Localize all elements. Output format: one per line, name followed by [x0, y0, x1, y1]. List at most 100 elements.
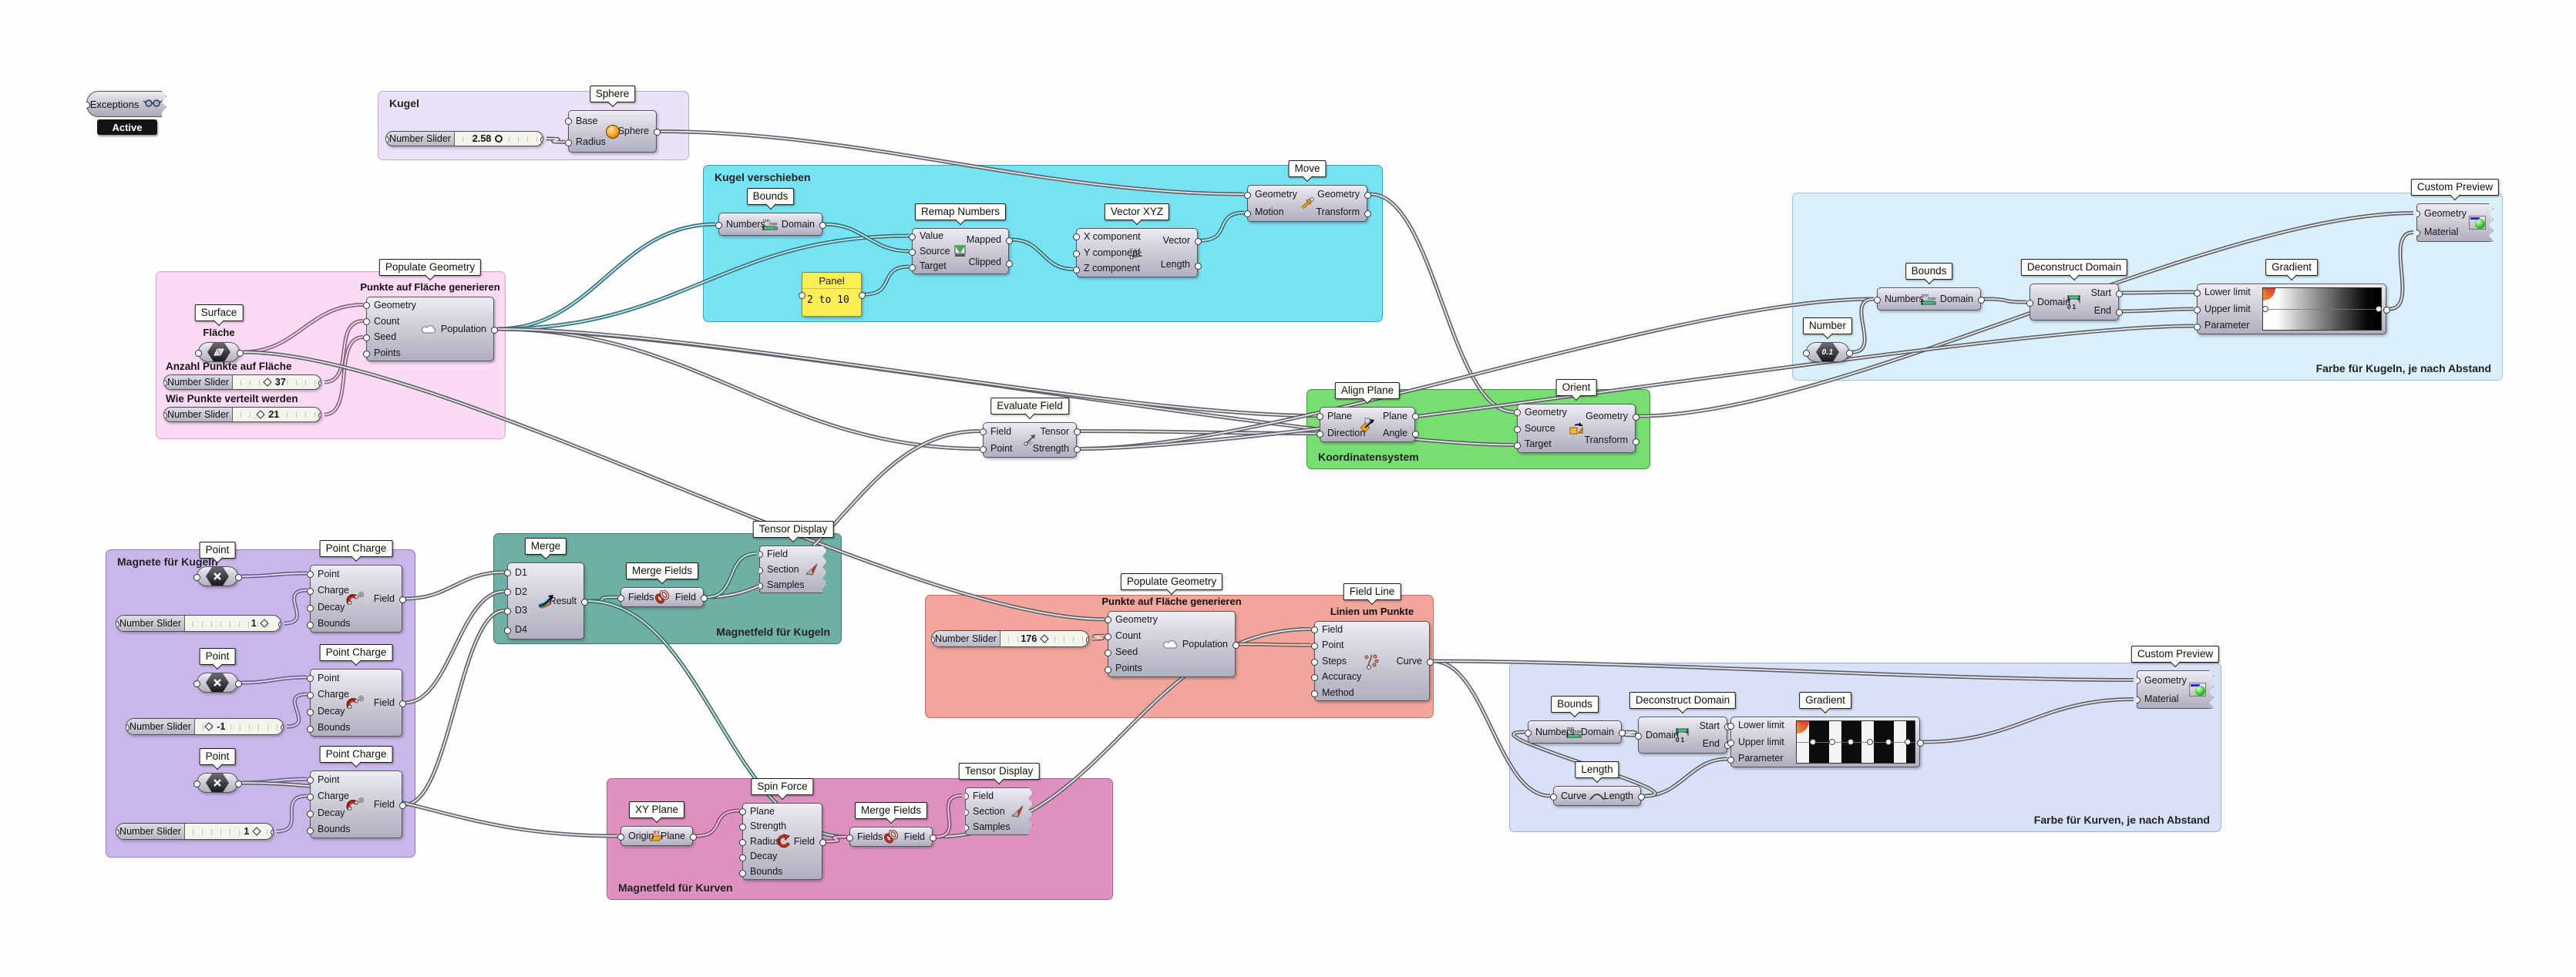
input-port-sl3[interactable] — [116, 828, 119, 836]
output-port-field[interactable] — [929, 834, 937, 841]
input-port-charge[interactable] — [306, 691, 314, 699]
output-port-vector[interactable] — [1194, 237, 1202, 245]
gradient-grip[interactable] — [1866, 739, 1873, 745]
input-port-material[interactable] — [2137, 697, 2141, 703]
input-port-field[interactable] — [979, 428, 987, 435]
input-port-numbers[interactable] — [1873, 296, 1881, 304]
output-port-mapped[interactable] — [1005, 237, 1013, 244]
input-port-point[interactable] — [193, 680, 200, 687]
input-port-radius[interactable] — [738, 838, 746, 846]
output-port-transform[interactable] — [1632, 438, 1639, 445]
input-port-parameter[interactable] — [2193, 323, 2201, 331]
input-port-radius[interactable] — [564, 139, 572, 146]
output-port-strength[interactable] — [1073, 446, 1081, 453]
output-port-field[interactable] — [399, 801, 406, 809]
input-port-lower-limit[interactable] — [2193, 289, 2201, 297]
input-port-geometry[interactable] — [1243, 191, 1251, 199]
input-port-sl2[interactable] — [126, 724, 129, 731]
input-port-s-seed[interactable] — [164, 411, 167, 419]
output-port-angle[interactable] — [1411, 431, 1419, 438]
output-port-s-radius[interactable] — [540, 136, 543, 143]
slider-track[interactable] — [194, 719, 278, 734]
input-port-point[interactable] — [979, 446, 987, 453]
input-port-geometry[interactable] — [1513, 409, 1521, 417]
param-point[interactable] — [193, 673, 242, 693]
output-port-point[interactable] — [234, 780, 242, 787]
gradient-grip[interactable] — [2375, 306, 2382, 312]
input-port-decay[interactable] — [306, 708, 314, 716]
input-port-surface[interactable] — [194, 349, 202, 357]
input-port-d2[interactable] — [503, 589, 511, 596]
input-port-upper-limit[interactable] — [2193, 306, 2201, 314]
output-port-length[interactable] — [1637, 793, 1645, 801]
param-number[interactable]: 0.1 — [1802, 342, 1853, 362]
input-port-y-component[interactable] — [1072, 250, 1080, 257]
output-port-field[interactable] — [700, 594, 708, 602]
input-port-point[interactable] — [306, 776, 314, 784]
input-port-material[interactable] — [2416, 230, 2420, 237]
input-port-bounds[interactable] — [738, 869, 746, 877]
output-port-clipped[interactable] — [1005, 260, 1013, 267]
input-port-s176[interactable] — [932, 636, 935, 643]
input-port-numbers[interactable] — [1524, 729, 1532, 737]
input-port-point[interactable] — [193, 573, 200, 581]
input-port-count[interactable] — [362, 318, 370, 325]
output-port-domain[interactable] — [819, 221, 826, 229]
input-port-points[interactable] — [362, 351, 370, 358]
number-slider[interactable]: Number Slider-1 — [126, 718, 284, 735]
input-port-charge[interactable] — [306, 793, 314, 801]
input-port-field[interactable] — [1310, 626, 1318, 633]
input-port-accuracy[interactable] — [1310, 674, 1318, 682]
output-port-geometry[interactable] — [1364, 191, 1371, 199]
output-port-population[interactable] — [490, 326, 498, 334]
input-port-domain[interactable] — [1634, 732, 1642, 740]
input-port-geometry[interactable] — [1104, 616, 1111, 624]
input-port-numbers[interactable] — [715, 221, 722, 229]
input-port-decay[interactable] — [738, 854, 746, 861]
output-port-curve[interactable] — [1426, 658, 1434, 666]
input-port-geometry[interactable] — [362, 302, 370, 309]
output-port-gradient[interactable] — [2383, 306, 2390, 314]
param-point[interactable] — [193, 566, 242, 586]
output-port-end[interactable] — [2115, 308, 2123, 316]
input-port-p1[interactable] — [798, 291, 805, 299]
output-port-domain[interactable] — [1977, 296, 1985, 304]
exceptions-input-port[interactable] — [86, 101, 90, 109]
output-port-surface[interactable] — [236, 349, 244, 357]
input-port-strength[interactable] — [738, 823, 746, 831]
input-port-source[interactable] — [1513, 425, 1521, 433]
slider-track[interactable] — [232, 375, 316, 389]
group-farbe-f-r-kugeln-je-nach-abstand[interactable]: Farbe für Kugeln, je nach Abstand — [1792, 193, 2503, 381]
output-port-transform[interactable] — [1364, 210, 1371, 217]
input-port-target[interactable] — [1513, 441, 1521, 449]
output-port-start[interactable] — [2115, 290, 2123, 297]
output-port-domain[interactable] — [1618, 729, 1626, 737]
gradient-grip[interactable] — [1904, 739, 1911, 745]
input-port-d4[interactable] — [503, 627, 511, 634]
gradient-grip[interactable] — [1828, 739, 1835, 745]
output-port-point[interactable] — [234, 573, 242, 581]
